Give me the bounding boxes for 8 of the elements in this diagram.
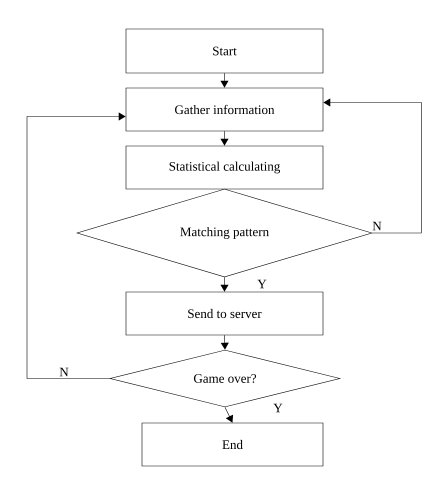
process-box: Statistical calculating [126, 146, 324, 190]
edge-label: Y [256, 278, 268, 290]
process-box: End [142, 422, 324, 466]
process-box: Start [126, 28, 324, 74]
process-box: Gather information [126, 88, 324, 132]
edge-label: N [371, 220, 383, 232]
edge-label: N [58, 366, 70, 378]
process-box: Send to server [126, 292, 324, 336]
